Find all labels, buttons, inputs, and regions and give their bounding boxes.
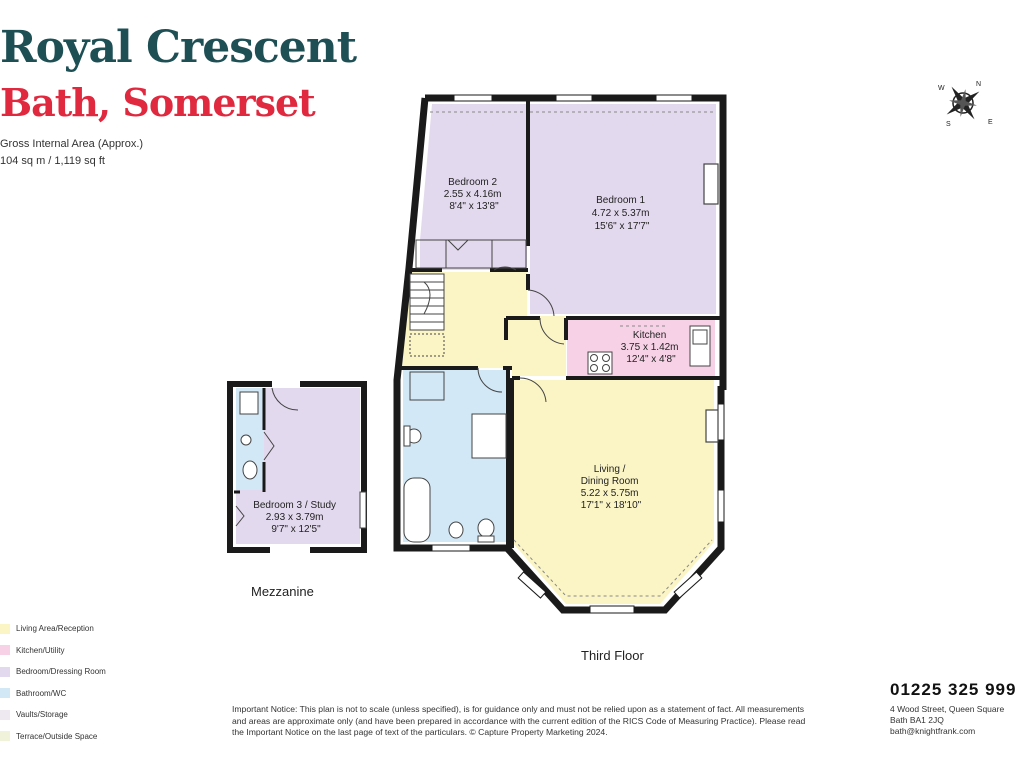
property-location: Bath, Somerset xyxy=(0,80,316,125)
living-name-1: Living / xyxy=(594,464,626,475)
legend-swatch xyxy=(0,731,10,742)
legend-label: Bedroom/Dressing Room xyxy=(16,667,106,677)
legend-swatch xyxy=(0,666,10,677)
svg-text:Living / Dining Room 5: Living / Dining Room 5.22 x 5.75m 17'1" … xyxy=(581,464,642,511)
compass-n: N xyxy=(976,81,981,88)
contact-phone[interactable]: 01225 325 999 xyxy=(890,680,1017,699)
svg-text:Bedroom 1 4.72 x 5.37m: Bedroom 1 4.72 x 5.37m 15'6" x 17'7" xyxy=(592,195,653,232)
mezzanine-walls xyxy=(227,381,272,553)
fireplace-living xyxy=(705,409,719,443)
fireplace-bed1 xyxy=(703,163,719,205)
living-imperial: 17'1" x 18'10" xyxy=(581,500,642,511)
living-room-area xyxy=(512,380,714,604)
svg-text:Kitchen 3.75 x 1.42m 1: Kitchen 3.75 x 1.42m 12'4" x 4'8" xyxy=(621,330,682,365)
living-metric: 5.22 x 5.75m xyxy=(581,488,639,499)
contact-address: 4 Wood Street, Queen Square Bath BA1 2JQ… xyxy=(890,704,1004,737)
legend-swatch xyxy=(0,645,10,656)
gia-value: 104 sq m / 1,119 sq ft xyxy=(0,155,105,167)
outer-wall-top xyxy=(425,94,727,390)
bedroom-2-imperial: 8'4" x 13'8" xyxy=(449,201,499,212)
property-title: Royal Crescent xyxy=(0,22,357,73)
legend-label: Living Area/Reception xyxy=(16,624,94,634)
kitchen-imperial: 12'4" x 4'8" xyxy=(626,354,676,365)
compass-icon xyxy=(946,86,980,120)
contact-email[interactable]: bath@knightfrank.com xyxy=(890,726,976,736)
legend-swatch xyxy=(0,623,10,634)
address-line-2: Bath BA1 2JQ xyxy=(890,715,944,725)
bathtub xyxy=(403,477,431,543)
bedroom-1-imperial: 15'6" x 17'7" xyxy=(595,221,650,232)
kitchen-metric: 3.75 x 1.42m xyxy=(621,342,679,353)
shower xyxy=(471,413,507,459)
gross-internal-area: Gross Internal Area (Approx.) 104 sq m /… xyxy=(0,136,143,170)
legend-swatch xyxy=(0,709,10,720)
living-name-2: Dining Room xyxy=(581,476,639,487)
legend-label: Kitchen/Utility xyxy=(16,645,65,655)
bidet xyxy=(448,521,464,539)
staircase xyxy=(409,273,445,357)
toilet xyxy=(477,518,495,538)
important-notice: Important Notice: This plan is not to sc… xyxy=(232,704,806,737)
legend-item: Bathroom/WC xyxy=(0,683,106,705)
bedroom-3-imperial: 9'7" x 12'5" xyxy=(271,524,321,535)
bedroom-3-name: Bedroom 3 / Study xyxy=(253,500,336,511)
legend-item: Living Area/Reception xyxy=(0,618,106,640)
legend-item: Terrace/Outside Space xyxy=(0,726,106,748)
legend-item: Vaults/Storage xyxy=(0,704,106,726)
compass-w: W xyxy=(938,85,945,92)
legend-label: Terrace/Outside Space xyxy=(16,731,98,741)
legend-item: Bedroom/Dressing Room xyxy=(0,661,106,683)
mezzanine-label: Mezzanine xyxy=(251,584,314,599)
compass-e: E xyxy=(988,119,993,126)
svg-text:Bedroom 3 / Study 2.93 x 3: Bedroom 3 / Study 2.93 x 3.79m 9'7" x 12… xyxy=(253,500,339,535)
third-floor-label: Third Floor xyxy=(581,648,645,663)
legend: Living Area/Reception Kitchen/Utility Be… xyxy=(0,618,106,747)
address-line-1: 4 Wood Street, Queen Square xyxy=(890,704,1005,714)
bedroom-2-metric: 2.55 x 4.16m xyxy=(444,189,502,200)
legend-swatch xyxy=(0,688,10,699)
kitchen-name: Kitchen xyxy=(633,330,666,341)
bedroom-1-area xyxy=(530,104,716,314)
bedroom-2-area xyxy=(420,104,527,270)
bedroom-1-name: Bedroom 1 xyxy=(596,195,645,206)
bedroom-3-metric: 2.93 x 3.79m xyxy=(266,512,324,523)
bedroom-1-metric: 4.72 x 5.37m xyxy=(592,208,650,219)
svg-text:Bedroom 2 2.55 x 4.16m: Bedroom 2 2.55 x 4.16m 8'4" x 13'8" xyxy=(444,177,505,212)
legend-item: Kitchen/Utility xyxy=(0,640,106,662)
bedroom-2-name: Bedroom 2 xyxy=(448,177,497,188)
hob xyxy=(587,351,613,375)
compass-s: S xyxy=(946,121,951,128)
legend-label: Vaults/Storage xyxy=(16,710,68,720)
gia-label: Gross Internal Area (Approx.) xyxy=(0,138,144,150)
legend-label: Bathroom/WC xyxy=(16,688,67,698)
